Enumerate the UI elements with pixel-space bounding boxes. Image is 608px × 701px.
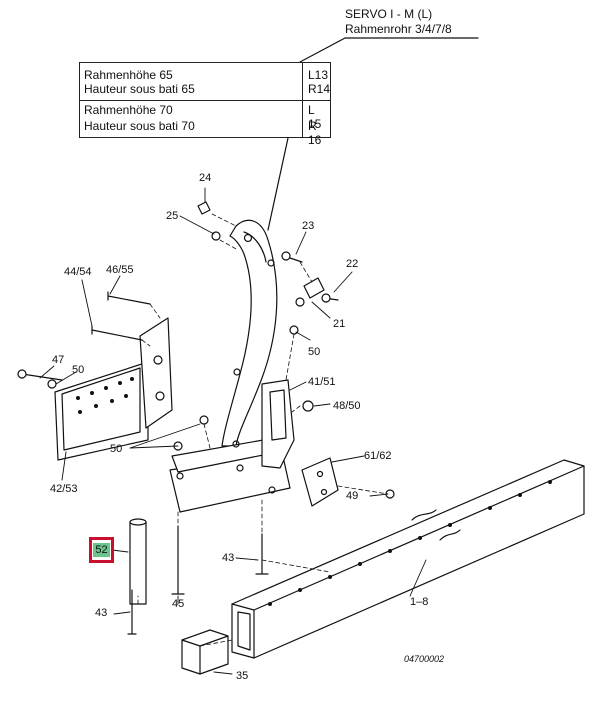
callout-47[interactable]: 47 (52, 354, 65, 366)
callout-49[interactable]: 49 (346, 490, 359, 502)
callout-42-53[interactable]: 42/53 (50, 483, 78, 495)
callout-45[interactable]: 45 (172, 598, 185, 610)
callout-1-8[interactable]: 1–8 (410, 596, 429, 608)
row-code: R14 (308, 82, 331, 96)
row-text: Hauteur sous bati 65 (84, 82, 195, 96)
frame-tube (231, 459, 585, 659)
frame-subtitle: Rahmenrohr 3/4/7/8 (345, 22, 452, 36)
callout-22[interactable]: 22 (346, 258, 359, 270)
callout-41-51[interactable]: 41/51 (308, 376, 336, 388)
callout-21[interactable]: 21 (333, 318, 346, 330)
row-text: Hauteur sous bati 70 (84, 119, 195, 133)
callout-46-55[interactable]: 46/55 (106, 264, 134, 276)
callout-23[interactable]: 23 (302, 220, 315, 232)
callout-52[interactable]: 52 (93, 543, 110, 557)
callout-50-left[interactable]: 50 (72, 364, 85, 376)
callout-43-center[interactable]: 43 (222, 552, 235, 564)
callout-61-62[interactable]: 61/62 (364, 450, 392, 462)
callout-35[interactable]: 35 (236, 670, 249, 682)
header-leader (299, 37, 479, 63)
s-tine (221, 219, 278, 447)
callout-44-54[interactable]: 44/54 (64, 266, 92, 278)
callout-43-left[interactable]: 43 (95, 607, 108, 619)
table-leader (267, 137, 289, 231)
row-code: L13 (308, 68, 329, 82)
saddle-bracket (261, 379, 295, 469)
highlighted-callout-52[interactable]: 52 (89, 537, 114, 563)
spring-clip (301, 457, 339, 507)
table-row-separator (80, 100, 330, 101)
row-text: Rahmenhöhe 65 (84, 68, 173, 82)
callout-50-right[interactable]: 50 (308, 346, 321, 358)
row-code: R 16 (308, 119, 322, 147)
end-cap (181, 629, 229, 675)
row-code: L 15 (308, 103, 322, 131)
model-title: SERVO I - M (L) (345, 7, 433, 21)
callout-48-50[interactable]: 48/50 (333, 400, 361, 412)
row-text: Rahmenhöhe 70 (84, 103, 173, 117)
drawing-number: 04700002 (404, 654, 445, 664)
callout-50-center[interactable]: 50 (110, 443, 123, 455)
spec-table: Rahmenhöhe 65 L13 Hauteur sous bati 65 R… (79, 62, 331, 147)
callout-25[interactable]: 25 (166, 210, 179, 222)
callout-24[interactable]: 24 (199, 172, 212, 184)
upright-bracket (139, 317, 173, 429)
